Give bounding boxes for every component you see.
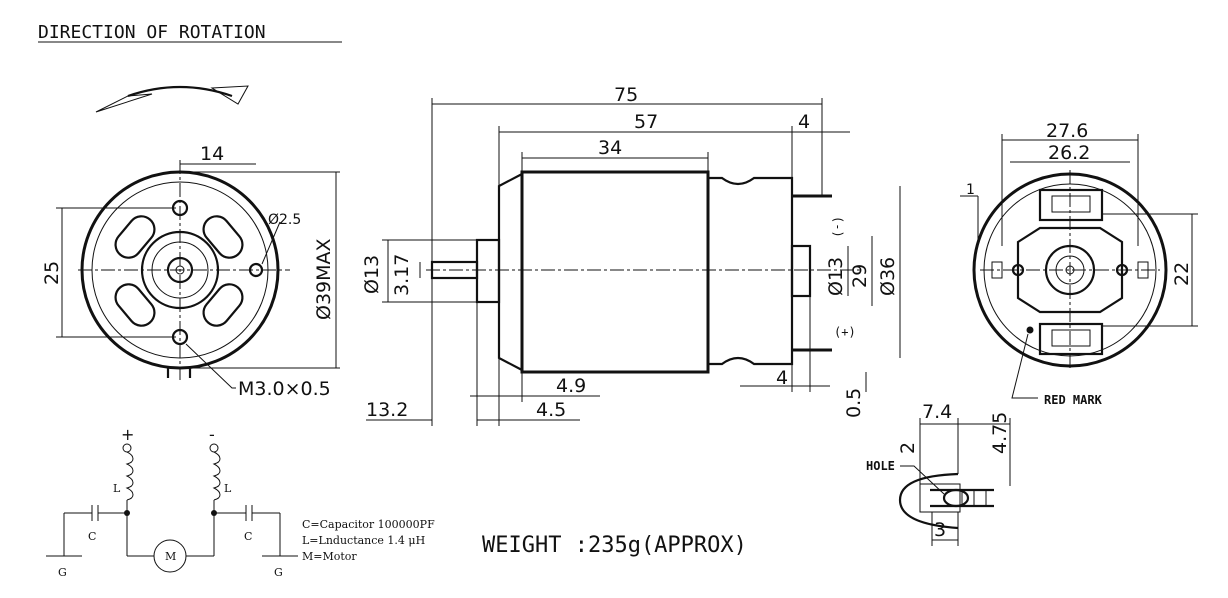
side-view [426,170,860,374]
dim-front-height: 25 [41,261,63,285]
capacitor-right-label: C [244,530,252,543]
weight-label: WEIGHT :235g(APPROX) [482,533,747,558]
rear-view [972,170,1168,370]
dim-front-width: 14 [200,143,224,165]
dim-side-shaft-ext: 13.2 [366,399,408,421]
dim-side-36: Ø36 [877,257,899,296]
dim-rear-outer: 27.6 [1046,120,1088,142]
rotation-arrow-icon [95,85,249,113]
dim-side-tail: 4 [798,111,810,133]
dim-rear-1: 1 [966,182,975,198]
dim-side-boss-b: 4.5 [536,399,566,421]
dim-side-boss-a: 4.9 [556,375,586,397]
inductor-left-label: L [113,482,121,495]
dim-side-29: 29 [849,264,871,288]
dim-front-hole: Ø2.5 [268,212,301,228]
dim-side-rear-boss: Ø13 [825,257,847,296]
motor-icon [153,539,187,573]
suppression-circuit [46,443,298,573]
terminal-detail [898,472,994,530]
red-mark-label: RED MARK [1044,393,1103,407]
terminal-positive: (+) [834,325,856,339]
capacitor-left-label: C [88,530,96,543]
dim-detail-475: 4.75 [989,412,1011,454]
dim-side-shaft-d: 3.17 [391,254,413,296]
circuit-plus: + [121,425,134,444]
page-title: DIRECTION OF ROTATION [38,22,266,43]
legend-motor: M=Motor [302,550,357,563]
dim-detail-2: 2 [897,442,919,454]
legend-capacitor: C=Capacitor 100000PF [302,518,435,531]
terminal-negative: (-) [831,216,845,238]
dim-detail-74: 7.4 [922,401,952,423]
ground-left-label: G [58,566,67,579]
dim-side-boss-d: Ø13 [361,255,383,294]
red-mark-dot-icon [1026,326,1034,334]
inductor-right-label: L [224,482,232,495]
dim-front-screw: M3.0×0.5 [238,378,331,400]
dim-side-05: 0.5 [843,388,865,418]
ground-right-label: G [274,566,283,579]
inductor-left-icon [125,451,134,501]
front-view [78,160,290,380]
dim-rear-22: 22 [1171,262,1193,286]
inductor-right-icon [212,451,221,501]
dim-rear-inner: 26.2 [1048,142,1090,164]
circuit-minus: - [209,425,215,444]
legend-inductance: L=Lnductance 1.4 μH [302,534,425,547]
motor-label: M [165,550,176,563]
dim-side-can: 34 [598,137,622,159]
dim-side-term: 4 [776,367,788,389]
dim-side-overall: 75 [614,84,638,106]
dim-front-diameter: Ø39MAX [313,238,335,320]
hole-label: HOLE [866,459,895,473]
dim-side-body: 57 [634,111,658,133]
dim-detail-3: 3 [934,519,946,541]
